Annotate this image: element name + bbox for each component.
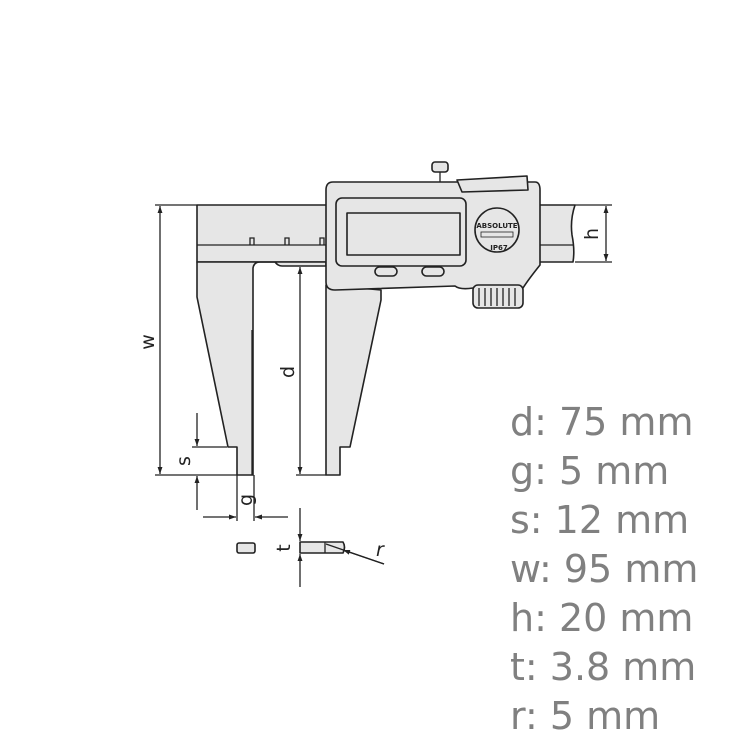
button-left[interactable] [374,266,398,277]
spec-h: h: 20 mm [510,596,694,640]
logo-badge [474,207,520,253]
label-r: r [376,539,385,561]
dimension-d: d [277,267,326,476]
dimension-s: s [173,413,227,510]
fine-adjust-knob [431,161,449,173]
dimension-g: g [203,475,288,521]
fixed-jaw [196,261,327,476]
label-s: s [173,456,195,466]
spec-list: d: 75 mm g: 5 mm s: 12 mm w: 95 mm h: 20… [510,398,698,741]
dimension-r: r [325,539,385,565]
logo-rating: IP67 [490,244,508,252]
dimension-w: w [137,204,237,476]
spec-s: s: 12 mm [510,498,690,542]
label-g: g [235,494,257,506]
label-d: d [277,366,299,378]
jaw-cross-section [236,542,256,554]
dimension-h: h [575,204,612,263]
caliper-body: ABSOLUTE IP67 [325,161,541,309]
spec-w: w: 95 mm [510,547,699,591]
movable-jaw [325,284,382,476]
thumb-roller [456,175,529,193]
button-right[interactable] [421,266,445,277]
dimension-t: t [273,508,346,587]
lcd-display [346,212,461,256]
label-t: t [273,544,295,551]
spec-g: g: 5 mm [510,449,670,493]
spec-t: t: 3.8 mm [510,645,697,689]
label-h: h [581,228,603,240]
logo-brand: ABSOLUTE [476,222,517,230]
label-w: w [137,334,159,350]
spec-r: r: 5 mm [510,694,661,738]
spec-d: d: 75 mm [510,400,694,444]
